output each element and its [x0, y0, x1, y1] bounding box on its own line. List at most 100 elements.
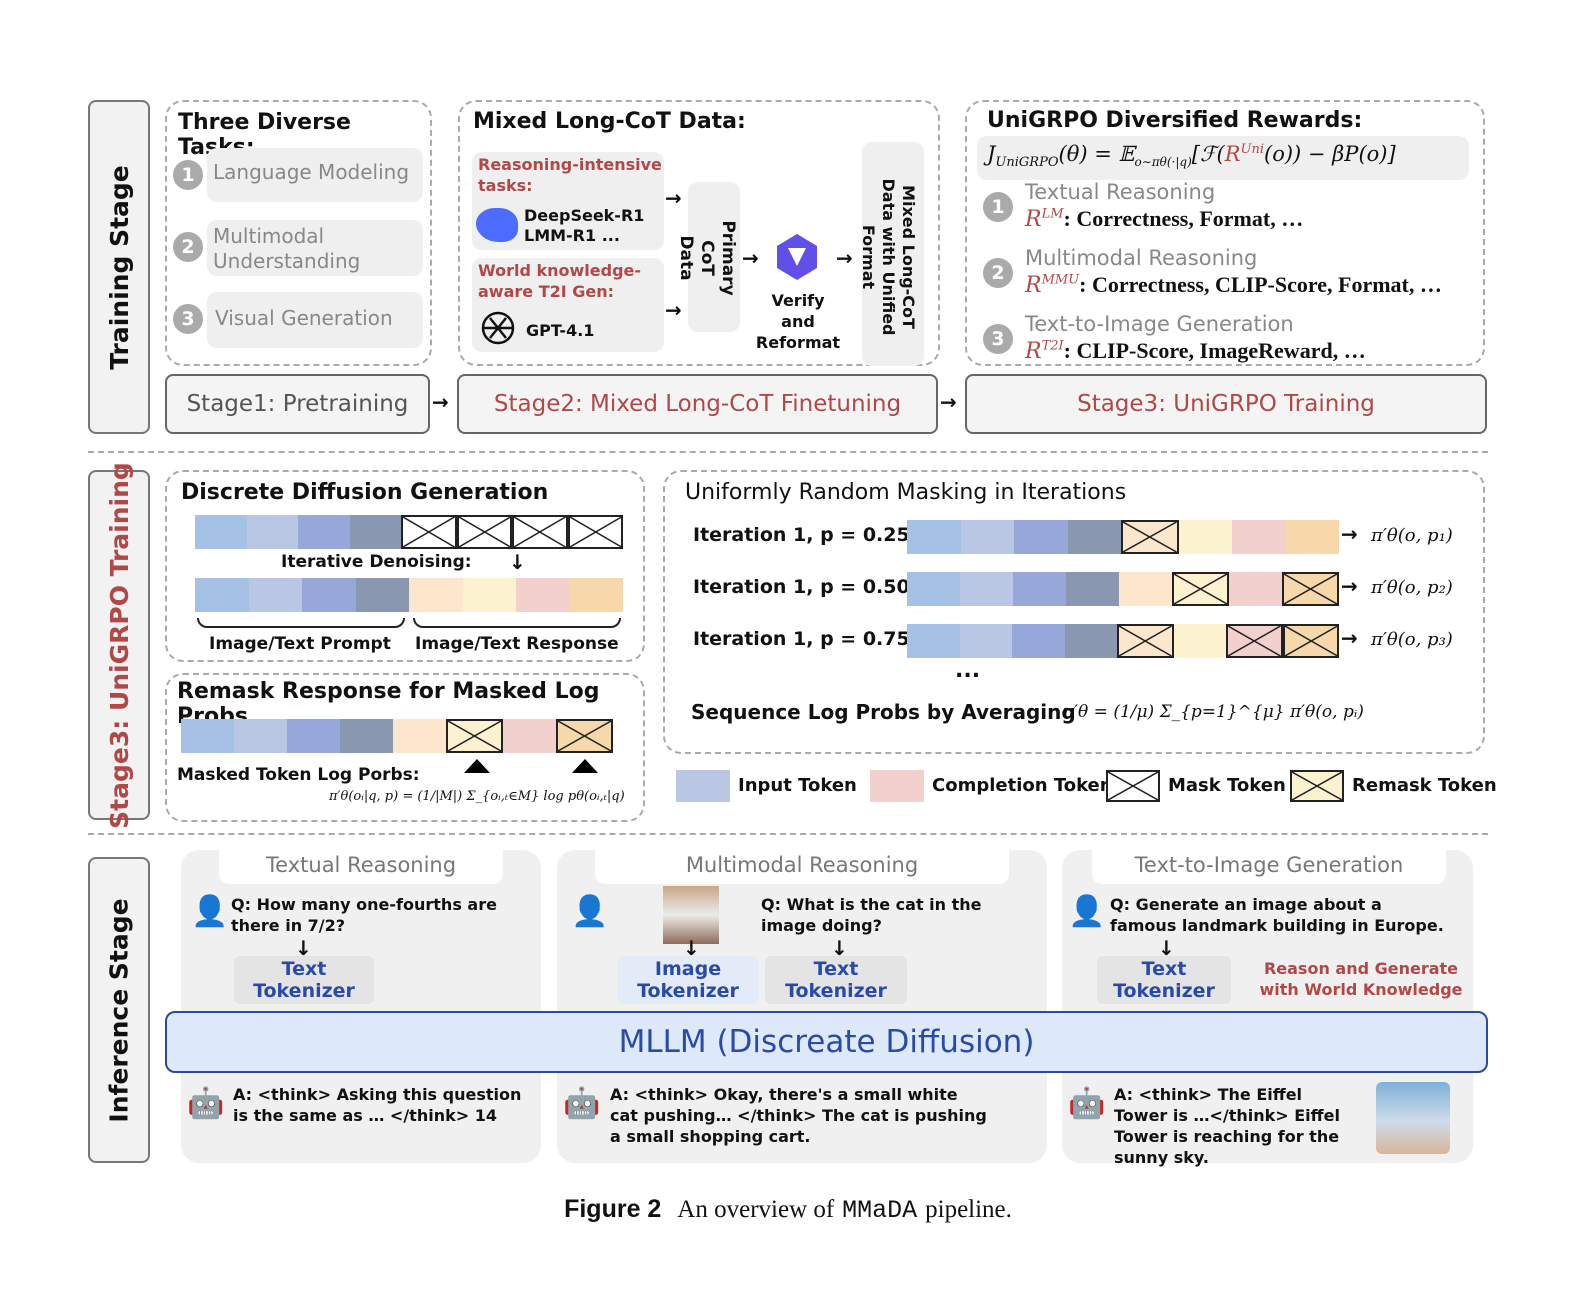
- mask-token: [567, 515, 623, 549]
- averaging-label: Sequence Log Probs by Averaging: [691, 700, 1076, 724]
- token: [1285, 520, 1339, 554]
- primary-cot-label: Primary CoT Data: [676, 220, 738, 296]
- user-avatar-icon: 👤: [1068, 894, 1106, 929]
- token: [907, 572, 960, 606]
- formula-part: [ℱ(: [1191, 142, 1225, 166]
- figure-caption: Figure 2 An overview of MMaDA pipeline.: [0, 1194, 1576, 1225]
- token: [246, 515, 298, 549]
- tasks-box: Three Diverse Tasks: 1 Language Modeling…: [165, 100, 432, 366]
- arrow-icon: →: [1341, 522, 1358, 546]
- mask-token: [1121, 520, 1179, 554]
- verify-reformat-label: Verify and Reformat: [755, 291, 841, 352]
- divider: [88, 833, 1488, 835]
- token: [340, 719, 393, 753]
- legend-label: Mask Token: [1168, 775, 1286, 796]
- question: Q: What is the cat in the image doing?: [761, 895, 982, 935]
- reward-components: RT2I: CLIP-Score, ImageReward, …: [1025, 338, 1366, 364]
- iteration-output: π′θ(o, p₃): [1371, 629, 1453, 650]
- token: [960, 520, 1014, 554]
- masking-box: Uniformly Random Masking in Iterations I…: [663, 470, 1485, 754]
- caption-label: Figure 2: [564, 1195, 662, 1223]
- reward-text: : CLIP-Score, ImageReward, …: [1063, 338, 1366, 363]
- number-3-icon: 3: [173, 304, 203, 334]
- world-source: World knowledge-aware T2I Gen: GPT-4.1: [472, 258, 664, 352]
- mask-token: [512, 515, 568, 549]
- mixed-cot-box: Mixed Long-CoT Data with Unified Format: [859, 142, 924, 366]
- divider: [88, 451, 1488, 453]
- legend-swatch: [870, 770, 924, 802]
- reasoning-label: Reasoning-intensive tasks:: [478, 155, 662, 195]
- text-tokenizer: Text Tokenizer: [1097, 956, 1231, 1004]
- iteration-label: Iteration 1, p = 0.50: [693, 576, 910, 598]
- token: [1119, 572, 1172, 606]
- response-brace: [413, 618, 621, 628]
- token: [907, 520, 961, 554]
- mask-token: [401, 515, 457, 549]
- token: [195, 515, 247, 549]
- arrow-icon: →: [836, 246, 853, 270]
- mask-token: [446, 719, 503, 753]
- stage3-label: Stage3: UniGRPO Training: [88, 462, 150, 828]
- arrow-down-icon: ↓: [509, 550, 526, 574]
- panel-text-to-image: Text-to-Image Generation 👤 Q: Generate a…: [1062, 850, 1473, 1167]
- reasoning-models: DeepSeek-R1 LMM-R1 ...: [524, 206, 645, 245]
- remask-box: Remask Response for Masked Log Probs Mas…: [165, 673, 645, 822]
- answer: A: <think> Asking this question is the s…: [233, 1085, 522, 1125]
- legend-label: Completion Token: [932, 775, 1113, 796]
- token: [298, 515, 350, 549]
- legend-swatch: [1290, 770, 1344, 802]
- token: [1066, 572, 1119, 606]
- arrow-icon: →: [742, 246, 759, 270]
- number-1-icon: 1: [983, 192, 1013, 222]
- cot-box: Mixed Long-CoT Data: Reasoning-intensive…: [458, 100, 940, 366]
- token: [1064, 624, 1117, 658]
- reward-components: RLM: Correctness, Format, …: [1025, 206, 1303, 232]
- panel-title: Multimodal Reasoning: [595, 850, 1009, 884]
- qwen-logo-icon: [777, 234, 817, 280]
- arrow-icon: →: [665, 186, 682, 210]
- token: [1012, 624, 1065, 658]
- iteration-token-sequence: [907, 520, 1339, 554]
- iteration-label: Iteration 1, p = 0.25: [693, 524, 910, 546]
- token: [287, 719, 340, 753]
- user-avatar-icon: 👤: [191, 894, 229, 929]
- token: [1229, 572, 1282, 606]
- mixed-cot-label: Mixed Long-CoT Data with Unified Format: [859, 178, 918, 336]
- primary-cot-box: Primary CoT Data: [676, 182, 740, 332]
- number-2-icon: 2: [173, 232, 203, 262]
- token-sequence-denoised: [195, 578, 623, 612]
- robot-avatar-icon: 🤖: [187, 1086, 225, 1121]
- token: [248, 578, 302, 612]
- ellipsis: ...: [955, 658, 981, 683]
- iteration-output: π′θ(o, p₂): [1371, 577, 1453, 598]
- prompt-label: Image/Text Prompt: [209, 634, 391, 654]
- question: Q: Generate an image about a famous land…: [1110, 895, 1444, 935]
- world-knowledge-note: Reason and Generate with World Knowledge: [1259, 959, 1463, 999]
- image-tokenizer: Image Tokenizer: [617, 956, 759, 1004]
- mask-token: [556, 719, 613, 753]
- legend-swatch: [1106, 770, 1160, 802]
- inference-stage-label: Inference Stage: [88, 857, 150, 1163]
- token: [503, 719, 556, 753]
- stage1-pretraining: Stage1: Pretraining: [165, 374, 430, 434]
- stage3-label-text: Stage3: UniGRPO Training: [104, 461, 134, 829]
- token: [676, 770, 730, 802]
- caption-end: pipeline.: [925, 1196, 1012, 1223]
- robot-avatar-icon: 🤖: [563, 1086, 601, 1121]
- reward-text: : Correctness, CLIP-Score, Format, …: [1079, 272, 1442, 297]
- arrow-down-icon: ↓: [295, 936, 312, 960]
- arrow-down-icon: ↓: [831, 936, 848, 960]
- token: [181, 719, 234, 753]
- token: [195, 578, 249, 612]
- mask-token: [1226, 624, 1283, 658]
- reward-components: RMMU: Correctness, CLIP-Score, Format, …: [1025, 272, 1442, 298]
- panel-title: Text-to-Image Generation: [1092, 850, 1446, 884]
- task-language-modeling: Language Modeling: [207, 148, 423, 202]
- formula-part: o∼πθ(·|q): [1134, 155, 1192, 170]
- caption-text: An overview of: [677, 1196, 835, 1223]
- token: [569, 578, 623, 612]
- token: [1232, 520, 1286, 554]
- reward-symbol: R: [1025, 273, 1042, 298]
- reward-text: : Correctness, Format, …: [1063, 206, 1304, 231]
- mask-token: [1282, 572, 1339, 606]
